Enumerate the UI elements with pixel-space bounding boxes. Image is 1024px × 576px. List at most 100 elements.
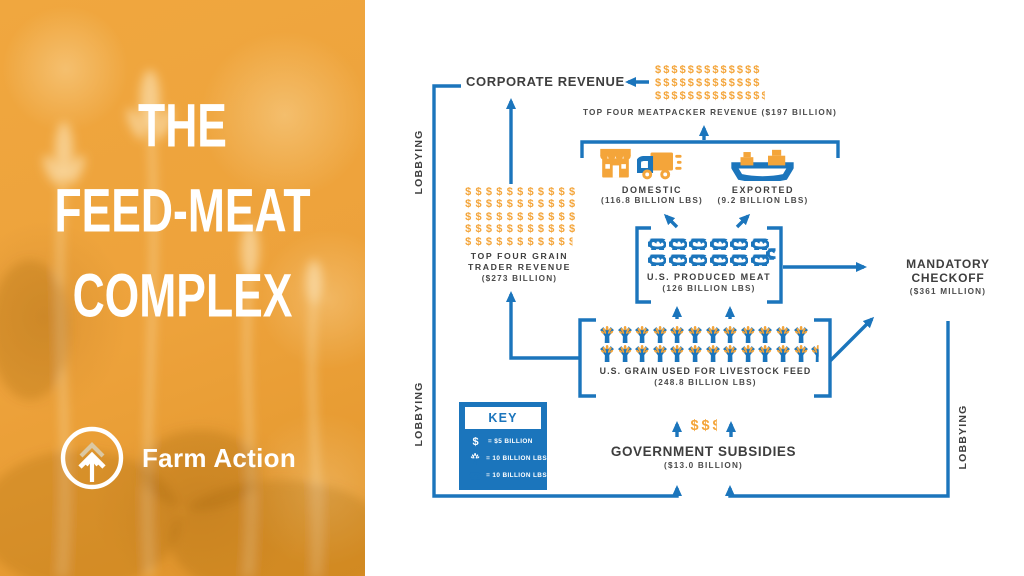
icon-row: $$$$$$$$$$$	[463, 223, 577, 235]
dollar-icon: $	[704, 77, 711, 89]
dollar-icon: $	[695, 77, 703, 89]
dollar-icon: $	[671, 64, 678, 76]
pig-icon	[648, 254, 666, 267]
dollar-icon: $	[704, 90, 711, 102]
wheat-icon	[687, 326, 703, 343]
dollar-icon: $	[465, 198, 472, 211]
icon-row: $$$$$$$$$$$	[463, 211, 577, 223]
dollar-icon: $	[663, 77, 670, 89]
dollar-icon: $	[485, 198, 493, 211]
domestic-amount: (116.8 BILLION LBS)	[601, 196, 703, 205]
government-subsidies-amount: ($13.0 BILLION)	[664, 461, 743, 470]
icon-row: $$$$$$$$$$$	[463, 198, 577, 210]
icon-row: $$$$$$$$$$$	[463, 236, 577, 248]
pig-icon	[710, 254, 728, 267]
dollar-icon: $	[558, 235, 565, 248]
dollar-icon: $	[517, 210, 524, 223]
wheat-icon	[652, 345, 668, 362]
dollar-icon: $	[548, 186, 555, 198]
dollar-icon: $	[506, 198, 513, 211]
dollar-icon: $	[527, 198, 534, 211]
grain-trader-line1: TOP FOUR GRAIN	[470, 251, 569, 261]
dollar-icon: $	[475, 223, 482, 236]
government-subsidies-title: GOVERNMENT SUBSIDIES	[610, 444, 797, 459]
dollar-icon: $	[506, 235, 513, 248]
title-line-3: COMPLEX	[72, 261, 293, 331]
dollar-icon: $	[695, 64, 703, 76]
dollar-icon: $	[527, 223, 534, 236]
wheat-icon	[468, 453, 481, 465]
storefront-icon	[599, 147, 632, 180]
dollar-icon: $	[663, 64, 670, 76]
wheat-icon	[599, 345, 615, 362]
dollar-icon: $	[537, 186, 544, 198]
key-row-pig: = 10 BILLION LBS	[459, 467, 547, 484]
title-line-2: FEED-MEAT	[54, 176, 311, 246]
dollar-icon: $	[537, 235, 544, 248]
arrow-feed-to-trader	[506, 291, 580, 360]
dollar-icon: $	[569, 210, 576, 223]
lobbying-label-right: LOBBYING	[957, 404, 969, 470]
dollar-icon: $	[655, 77, 662, 89]
pig-icon	[710, 238, 728, 251]
grain-trader-line2: TRADER REVENUE	[467, 262, 571, 272]
farm-action-logo-icon	[60, 426, 124, 490]
dollar-icon: $	[690, 418, 699, 434]
key-row-wheat: = 10 BILLION LBS	[459, 450, 547, 467]
icon-row: $$$$$$$$$$$$$	[654, 64, 769, 77]
dollar-icon: $	[527, 186, 534, 198]
dollar-icon: $	[517, 235, 524, 248]
dollar-icon: $	[496, 223, 503, 236]
dollar-icon: $	[558, 198, 565, 211]
key-title: KEY	[488, 411, 518, 425]
produced-meat-amount: (126 BILLION LBS)	[662, 284, 756, 293]
dollar-icon: $	[745, 64, 752, 76]
hero-panel: THE FEED-MEAT COMPLEX Farm Action	[0, 0, 365, 576]
brand-name: Farm Action	[142, 442, 297, 473]
dollar-icon: $	[517, 198, 524, 211]
dollar-icon: $	[558, 186, 565, 198]
exported-title: EXPORTED	[731, 185, 795, 195]
pig-icon	[689, 238, 707, 251]
domestic-title: DOMESTIC	[621, 185, 683, 195]
dollar-icon: $	[475, 198, 482, 211]
wheat-icon	[757, 326, 773, 343]
wheat-icon	[617, 345, 633, 362]
wheat-icon	[669, 326, 685, 343]
dollar-icon: $	[695, 90, 703, 102]
dollar-icon: $	[736, 64, 744, 76]
dollar-icon: $	[712, 77, 719, 89]
pig-icon	[468, 470, 481, 482]
dollar-icon: $	[475, 186, 482, 198]
dollar-icon: $	[569, 223, 576, 236]
dollar-icon: $	[527, 235, 534, 248]
dollar-icon: $	[728, 90, 735, 102]
dollar-icon: $	[671, 90, 678, 102]
wheat-icon	[634, 345, 650, 362]
dollar-icon: $	[496, 198, 503, 211]
produced-meat-title: U.S. PRODUCED MEAT	[646, 272, 772, 282]
pig-icon-grid	[648, 238, 772, 270]
pig-icon	[766, 248, 784, 261]
arrow-meat-to-domestic	[663, 213, 679, 229]
dollar-icon: $	[548, 235, 555, 248]
wheat-icon	[793, 345, 809, 362]
wheat-icon	[634, 326, 650, 343]
wheat-icon	[740, 345, 756, 362]
dollar-icon: $	[761, 90, 768, 102]
dollar-icon: $	[485, 223, 493, 236]
dollar-icon: $	[655, 90, 662, 102]
brand-lockup: Farm Action	[54, 420, 296, 496]
dollar-icon: $	[558, 210, 565, 223]
dollar-icon: $	[728, 77, 735, 89]
legend-key-box: KEY $ = $5 BILLION = 10 BILLION LBS = 10…	[459, 402, 547, 490]
checkoff-line1: MANDATORY	[906, 257, 990, 271]
dollar-icon: $	[465, 235, 472, 248]
icon-row	[599, 326, 828, 343]
dollar-icon: $	[506, 223, 513, 236]
dollar-icon: $	[712, 90, 719, 102]
dollar-icon: $	[496, 210, 503, 223]
page-title: THE FEED-MEAT COMPLEX	[0, 84, 365, 339]
checkoff-line2: CHECKOFF	[911, 271, 985, 285]
